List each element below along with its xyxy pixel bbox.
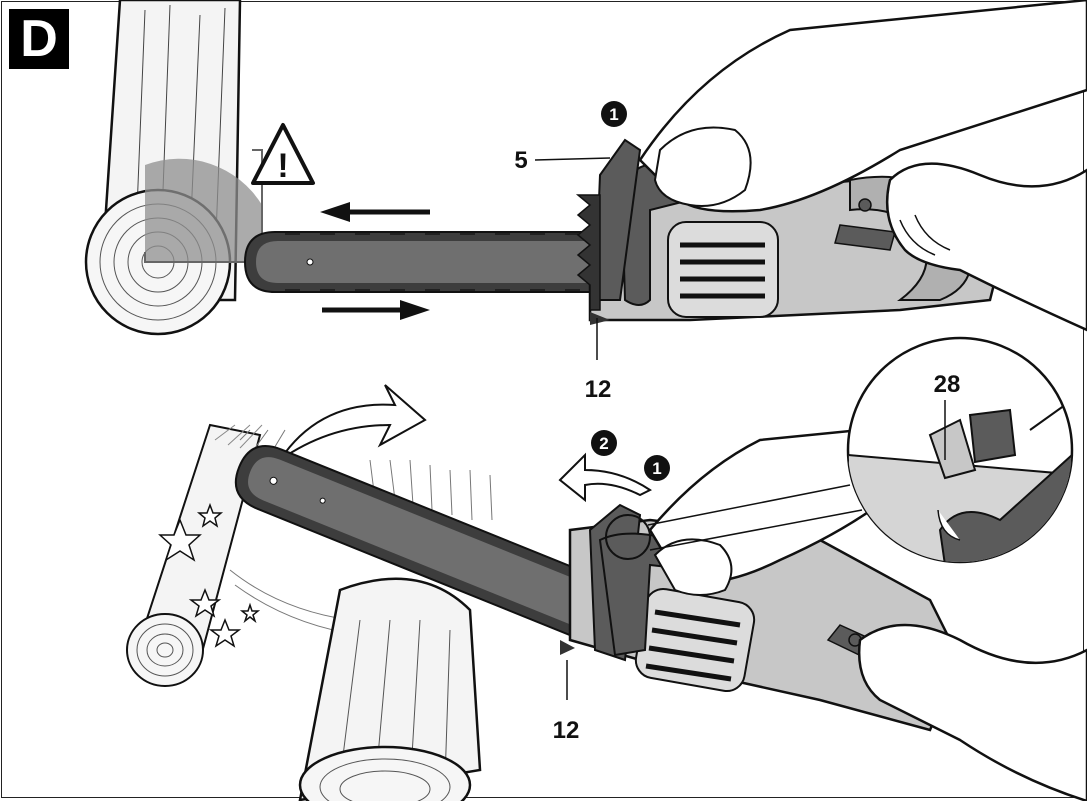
chain-direction-arrows [320,202,430,320]
step-marker-bottom-2: 2 [591,430,617,456]
svg-text:1: 1 [609,105,618,124]
kickback-arrow [279,384,427,461]
callout-5: 5 [514,147,527,174]
bottom-vent [634,587,756,693]
callout-28: 28 [934,371,961,398]
callout-line-5 [534,157,611,161]
warning-mark: ! [277,147,288,185]
callout-12-top: 12 [585,376,612,403]
zoom-lines [647,484,863,551]
brake-direction-arrows [558,452,652,503]
zoom-detail [846,336,1074,564]
callout-12-bottom: 12 [553,717,580,744]
svg-text:1: 1 [652,459,661,478]
zoom-source-circle [605,514,651,560]
warning-icon: ! [251,123,315,185]
ground-log [298,577,482,801]
step-marker-top-1: 1 [601,101,627,127]
top-guide-bar [243,231,601,293]
kickback-zone [145,158,262,262]
svg-text:2: 2 [599,434,608,453]
top-operator-arms [638,0,1087,332]
panel-label: D [9,9,69,69]
step-marker-bottom-1: 1 [644,455,670,481]
bottom-scene [126,336,1087,801]
kickback-sparks [158,502,261,648]
falling-log [126,423,263,687]
top-scene: ! [84,0,1087,360]
top-vent [667,221,779,318]
